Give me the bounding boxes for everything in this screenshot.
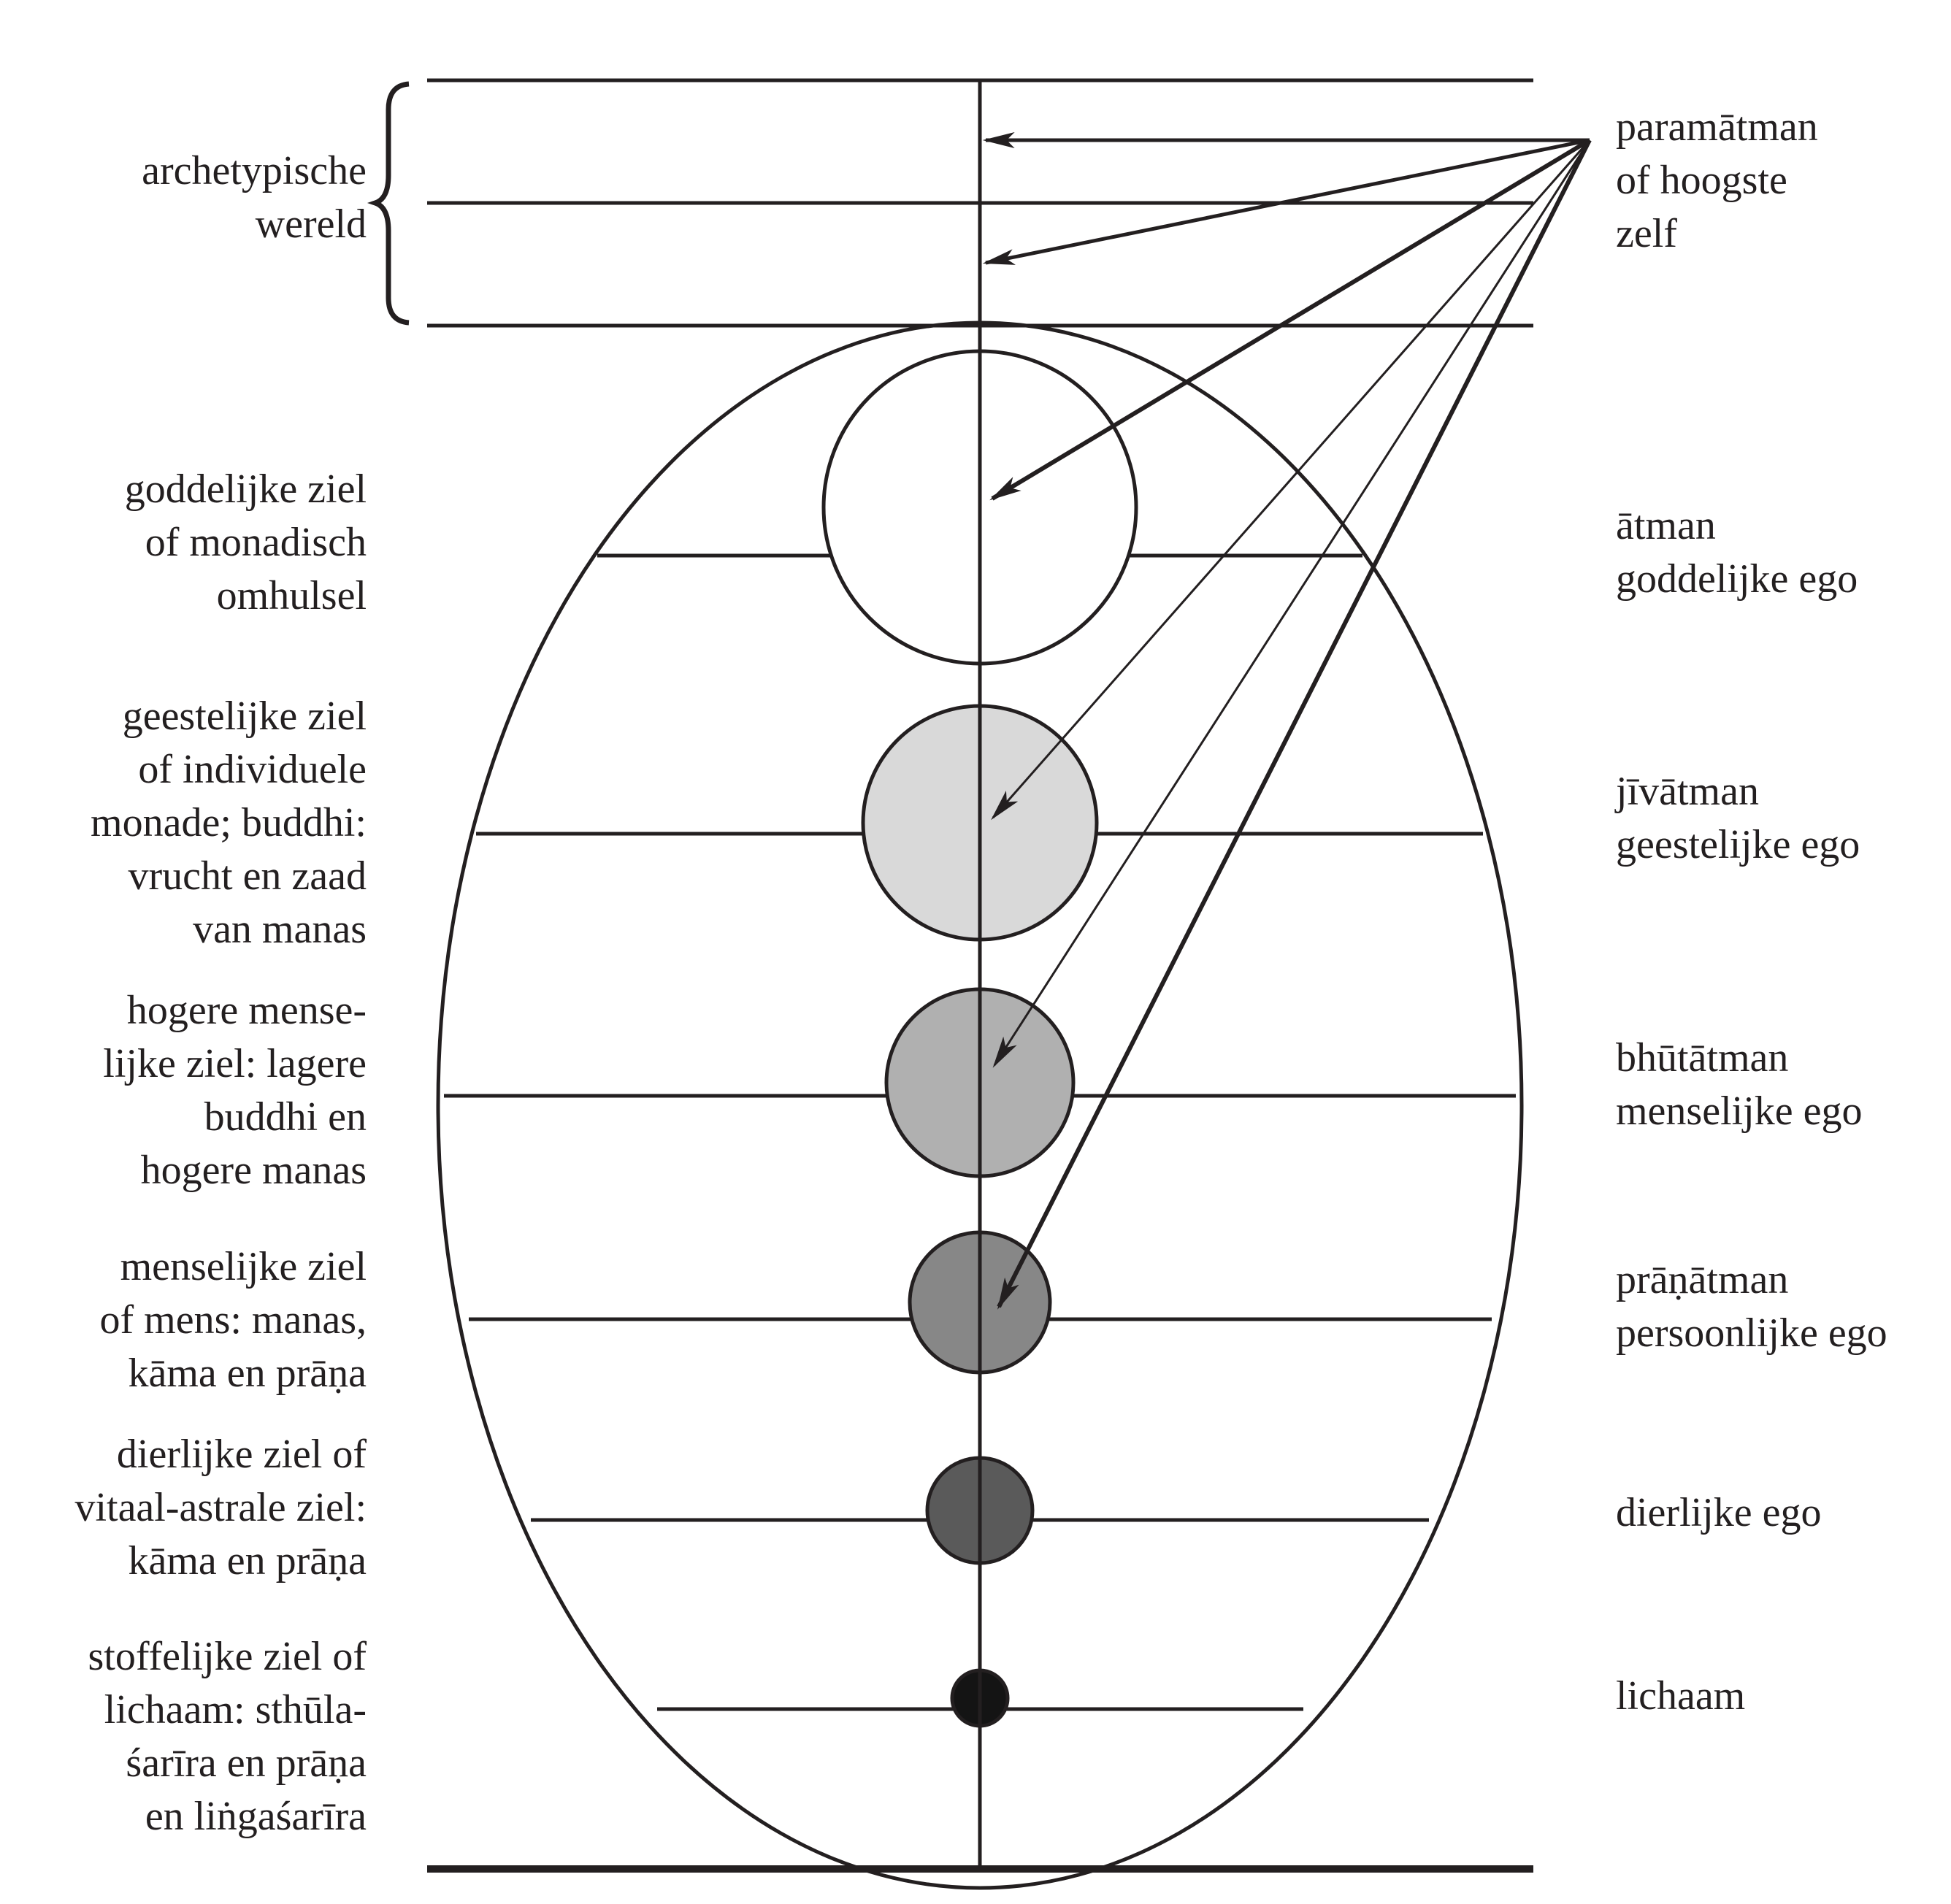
label-animal-ego: dierlijke ego <box>1616 1490 1822 1535</box>
label-divine-soul: goddelijke ziel of monadisch omhulsel <box>124 467 367 618</box>
label-spiritual-soul: geestelijke ziel of individuele monade; … <box>91 694 367 952</box>
arrow-to-bhutatman <box>992 139 1591 1068</box>
label-physical-soul: stoffelijke ziel of lichaam: sthūla- śar… <box>88 1634 367 1839</box>
label-paramatman: paramātman of hoogste zelf <box>1616 104 1818 256</box>
label-archetypal-world: archetypische wereld <box>142 148 367 247</box>
label-atman: ātman goddelijke ego <box>1616 503 1858 602</box>
arrow-to-jivatman <box>991 139 1591 821</box>
arrow-to-pranatman <box>997 139 1592 1310</box>
arrow-to-second-plane <box>982 138 1590 265</box>
label-bhutatman: bhūtātman menselijke ego <box>1616 1035 1863 1134</box>
label-human-soul: menselijke ziel of mens: manas, kāma en … <box>99 1244 367 1396</box>
archetypal-brace <box>367 81 410 326</box>
label-body: lichaam <box>1616 1673 1746 1719</box>
arrow-to-atman <box>989 138 1591 501</box>
label-jivatman: jīvātman geestelijke ego <box>1616 769 1860 867</box>
label-animal-soul: dierlijke ziel of vitaal-astrale ziel: k… <box>74 1432 367 1584</box>
label-pranatman: prāṇātman persoonlijke ego <box>1616 1257 1887 1356</box>
label-higher-human-soul: hogere mense- lijke ziel: lagere buddhi … <box>103 988 367 1193</box>
paramatman-arrows <box>982 132 1592 1310</box>
